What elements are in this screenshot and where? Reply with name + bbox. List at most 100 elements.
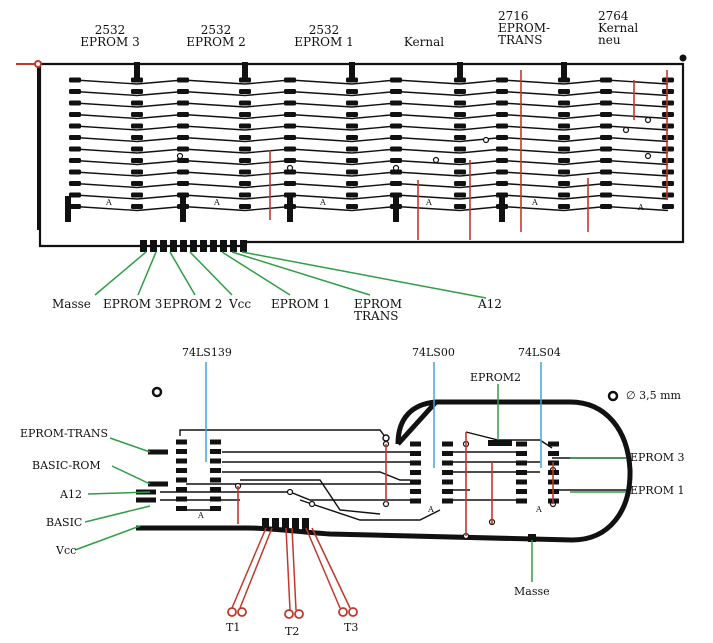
bottom-pad — [410, 451, 421, 456]
top-pad — [177, 169, 189, 175]
label-74ls00: 74LS00 — [412, 346, 455, 359]
top-pad — [239, 77, 251, 83]
bottom-connector-pad — [292, 518, 299, 530]
label-line: EPROM 1 — [294, 35, 354, 49]
label-t2: T2 — [285, 625, 300, 638]
top-pad — [662, 77, 674, 83]
label-vcc-top: Vcc — [229, 297, 252, 311]
top-label-eprom2: 2532 EPROM 2 — [186, 24, 246, 48]
bottom-pad — [176, 468, 187, 473]
top-pad — [346, 204, 358, 209]
top-pad — [496, 181, 508, 186]
top-connector-pad — [230, 240, 237, 252]
top-pad — [496, 123, 508, 129]
top-pad — [662, 123, 674, 129]
top-pad — [600, 77, 612, 83]
top-pad — [284, 135, 296, 140]
top-connector-pad — [220, 240, 227, 252]
top-via — [644, 116, 652, 124]
top-pad — [600, 146, 612, 152]
bottom-pad — [210, 468, 221, 473]
top-pad — [69, 192, 81, 198]
bottom-pad — [516, 489, 527, 494]
top-pad — [284, 204, 296, 209]
bottom-pad — [176, 506, 187, 511]
top-pad — [496, 112, 508, 117]
top-pad — [346, 169, 358, 175]
top-connector-pad — [210, 240, 217, 252]
top-pad — [177, 192, 189, 198]
top-pad — [239, 192, 251, 198]
top-pad — [131, 123, 143, 129]
top-pad — [177, 204, 189, 209]
top-pad — [284, 158, 296, 163]
top-trace-line — [74, 79, 669, 85]
label-line: 2532 — [94, 23, 126, 37]
top-pad — [69, 146, 81, 152]
top-pad — [284, 169, 296, 175]
bottom-pad — [176, 449, 187, 454]
top-connector-pad — [160, 240, 167, 252]
top-pad — [131, 112, 143, 117]
label-line: 2532 — [308, 23, 340, 37]
bottom-pad — [442, 470, 453, 475]
top-pad — [558, 135, 570, 140]
top-connector-pad — [180, 240, 187, 252]
bottom-entry-pad — [148, 481, 168, 487]
bottom-pad — [210, 487, 221, 492]
top-pad — [346, 181, 358, 186]
top-post — [242, 62, 248, 80]
top-pad — [558, 204, 570, 209]
label-line: TRANS — [354, 309, 399, 323]
bottom-pad — [516, 479, 527, 485]
top-pad — [662, 100, 674, 106]
top-label-kernal-neu: 2764 Kernal neu — [598, 10, 638, 46]
label-vcc-bottom: Vcc — [56, 544, 77, 557]
top-pad — [662, 135, 674, 140]
top-pad — [390, 77, 402, 83]
top-pad — [662, 192, 674, 198]
top-connector-pad — [150, 240, 157, 252]
bottom-via — [382, 500, 390, 508]
top-pad — [454, 112, 466, 117]
top-pad — [239, 146, 251, 152]
bottom-pad — [410, 441, 421, 447]
bottom-traces — [160, 431, 626, 540]
top-pad — [454, 135, 466, 140]
bottom-trace-line — [160, 491, 420, 501]
top-pad — [131, 89, 143, 94]
top-pad — [454, 181, 466, 186]
label-eprom-trans-top: EPROM TRANS — [354, 298, 402, 322]
top-pad — [390, 192, 402, 198]
bottom-trace-line — [240, 479, 381, 515]
label-line: 2716 — [498, 9, 529, 23]
top-pad — [239, 123, 251, 129]
top-pad — [454, 77, 466, 83]
top-pad — [390, 158, 402, 163]
top-pad — [239, 112, 251, 117]
label-eprom2-bottom: EPROM2 — [470, 371, 521, 384]
top-pad — [284, 100, 296, 106]
top-pad — [600, 169, 612, 175]
top-trace-line — [74, 90, 669, 97]
top-pin-marker: A — [319, 198, 326, 207]
top-pad — [558, 77, 570, 83]
top-via — [622, 126, 630, 134]
top-via — [482, 136, 490, 144]
top-pad — [390, 112, 402, 117]
top-pad — [239, 100, 251, 106]
top-pad — [346, 77, 358, 83]
top-pad — [69, 89, 81, 94]
top-pad — [284, 89, 296, 94]
top-pad — [69, 100, 81, 106]
top-post — [134, 62, 140, 80]
bottom-red-wires — [237, 432, 554, 536]
bottom-pad — [176, 487, 187, 492]
label-line: EPROM — [354, 297, 402, 311]
bottom-pad — [442, 498, 453, 504]
top-pad — [177, 100, 189, 106]
top-pad — [346, 123, 358, 129]
